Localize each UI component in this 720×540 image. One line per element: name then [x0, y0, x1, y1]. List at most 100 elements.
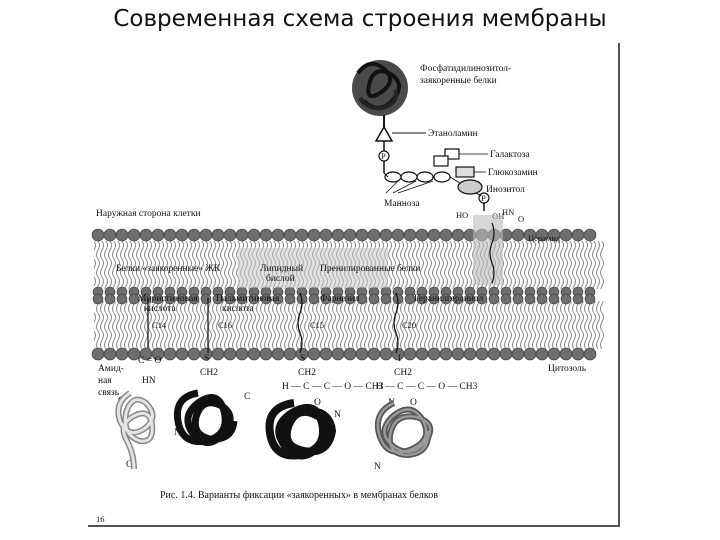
lipid-head [391, 228, 405, 242]
lipid-head [571, 347, 585, 361]
amide-bond-label: Амид- [98, 364, 124, 374]
s-label-2: S [300, 354, 305, 364]
lipid-head [427, 347, 441, 361]
lipid-head [224, 293, 236, 305]
lipid-head [176, 293, 188, 305]
c-label-a: C [244, 392, 250, 402]
lipid-head [247, 347, 261, 361]
ceramide-label: Церамид [528, 233, 561, 243]
lipid-head [235, 347, 249, 361]
geranylgeranyl-label: Геранилгераниол [414, 294, 484, 304]
lipid-head [403, 228, 417, 242]
myristic-label: Миристиновая [138, 294, 198, 304]
lipid-head [212, 293, 224, 305]
lipid-head [548, 293, 560, 305]
lipid-head [163, 228, 177, 242]
hn-label: HN [502, 207, 514, 217]
ch2-label-2: CH2 [298, 368, 316, 378]
lipid-bilayer [91, 215, 604, 361]
lipid-head [559, 347, 573, 361]
lipid-head [211, 347, 225, 361]
phosphate-label-2: P [481, 193, 486, 203]
lipid-head [115, 347, 129, 361]
lipid-head [584, 293, 596, 305]
lipid-head [91, 228, 105, 242]
lipid-head [200, 293, 212, 305]
lipid-head [128, 293, 140, 305]
o-label-a: O [314, 398, 321, 408]
lipid-head [415, 347, 429, 361]
lipid-head [355, 228, 369, 242]
lipid-head [583, 347, 597, 361]
ethanolamine-triangle [374, 125, 394, 142]
lipid-head [583, 228, 597, 242]
lipid-head [356, 293, 368, 305]
lipid-head [536, 293, 548, 305]
lipid-head [440, 293, 452, 305]
s-label-1: S [204, 354, 209, 364]
lipid-head [571, 228, 585, 242]
lipid-head [235, 228, 249, 242]
lipid-head [260, 293, 272, 305]
lipid-head [380, 293, 392, 305]
lipid-head [92, 293, 104, 305]
lipid-head [572, 293, 584, 305]
lipid-head [511, 228, 525, 242]
lipid-head [116, 293, 128, 305]
outer-head-groups [91, 228, 597, 242]
lipid-head [331, 228, 345, 242]
lipid-head [271, 347, 285, 361]
page-number: 16 [96, 514, 105, 524]
ho-label: HO [456, 210, 468, 220]
lipid-head [247, 228, 261, 242]
n-label-d: N [374, 462, 381, 472]
lipid-head [164, 293, 176, 305]
gpi-protein-blob [352, 60, 408, 127]
lipid-head [271, 228, 285, 242]
lipid-head [211, 228, 225, 242]
lipid-head [259, 347, 273, 361]
lipid-head [283, 347, 297, 361]
lipid-head [163, 347, 177, 361]
lipid-head [308, 293, 320, 305]
lipid-layer-label-2: бислой [266, 273, 295, 284]
mannose-label: Манноза [384, 199, 420, 209]
lipid-head [560, 293, 572, 305]
lipid-head [91, 347, 105, 361]
gpi-label-2: заякоренные белки [420, 75, 497, 86]
c16-label: C16 [218, 320, 232, 330]
palmitic-label-2: кислота [222, 304, 255, 314]
o-label-b: O [410, 398, 417, 408]
lipid-head [283, 228, 297, 242]
lipid-head [259, 228, 273, 242]
lipid-head [404, 293, 416, 305]
lipid-head [319, 347, 333, 361]
i-label-a: I [398, 354, 401, 364]
lipid-head [355, 347, 369, 361]
lipid-head [332, 293, 344, 305]
lipid-head [320, 293, 332, 305]
lipid-head [499, 347, 513, 361]
chem-chain-1: H — C — C — O — CH3 [282, 382, 384, 392]
lipid-head [175, 347, 189, 361]
c14-label: C14 [152, 320, 167, 330]
lipid-head [452, 293, 464, 305]
o-top-label: O [518, 214, 524, 224]
lipid-head [367, 347, 381, 361]
lipid-head [344, 293, 356, 305]
inner-head-groups [91, 347, 597, 361]
lipid-head [272, 293, 284, 305]
palmitic-label: Пальмитиновая [216, 294, 280, 304]
lipid-head [512, 293, 524, 305]
prenylated-label: Пренилированные белки [320, 263, 420, 274]
lipid-head [439, 228, 453, 242]
lipid-head [416, 293, 428, 305]
lipid-head [103, 347, 117, 361]
lipid-head [464, 293, 476, 305]
amide-bond-label-2: ная [98, 376, 112, 386]
lipid-head [319, 228, 333, 242]
lipid-head [223, 347, 237, 361]
myristic-label-2: кислота [144, 304, 177, 314]
lipid-layer-label: Липидный [260, 263, 303, 274]
lipid-head [236, 293, 248, 305]
